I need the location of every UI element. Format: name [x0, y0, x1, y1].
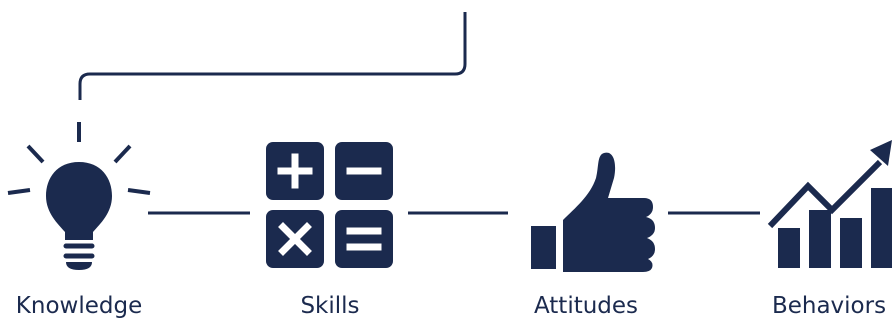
thumbs-up-icon	[531, 152, 655, 272]
stage-label-skills: Skills	[300, 293, 360, 319]
stage-label-knowledge: Knowledge	[15, 293, 143, 319]
stage-label-behaviors: Behaviors	[771, 293, 887, 319]
calculator-icon	[266, 142, 393, 268]
lightbulb-icon	[7, 122, 151, 270]
stage-label-attitudes: Attitudes	[533, 293, 639, 319]
growth-chart-icon	[767, 140, 892, 268]
top-connector-line	[78, 12, 467, 100]
